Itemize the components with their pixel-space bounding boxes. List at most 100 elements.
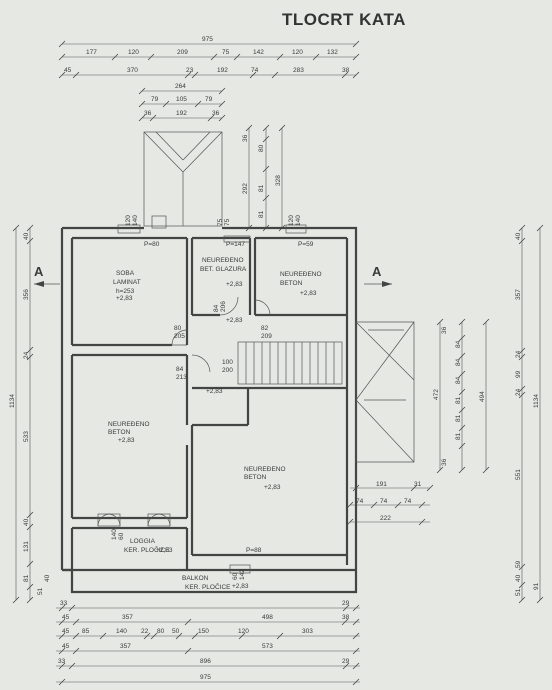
- tdim-2: 31: [414, 481, 422, 488]
- ldim-4: 533: [23, 431, 30, 442]
- room-labels: SOBA LAMINAT h=253 +2,83 NEUREĐENO BET. …: [108, 257, 322, 591]
- vdim-3: 292: [242, 183, 249, 194]
- room-7-finish: KER. PLOČICE: [185, 582, 231, 591]
- opening-p4: P=88: [246, 547, 262, 554]
- rdim-total: 1134: [533, 394, 540, 408]
- ldim-2: 356: [23, 289, 30, 300]
- terrace-roof: [355, 321, 415, 463]
- dim-top-r6-1: 36: [144, 110, 152, 117]
- sdim-2: 84: [455, 340, 462, 348]
- dim-top-r3-2: 370: [127, 67, 138, 74]
- bdim-r6-1: 975: [200, 674, 211, 681]
- building-walls: [60, 226, 358, 594]
- opening-w9b: 60: [118, 532, 125, 540]
- rdim-6: 551: [515, 469, 522, 480]
- sdim-10: 36: [441, 458, 448, 466]
- room-6-name: LOGGIA: [130, 538, 156, 545]
- bdim-r3-4: 22: [141, 628, 149, 635]
- section-markers: A A: [34, 264, 392, 287]
- bdim-r2-4: 38: [342, 614, 350, 621]
- bdim-r2-2: 357: [122, 614, 133, 621]
- opening-annotations: P=80 P=147 P=59 P=88 120 140 75 75 120 1…: [111, 215, 314, 580]
- tdim-3: 74: [356, 498, 364, 505]
- bdim-r4-3: 573: [262, 643, 273, 650]
- level-corridor: +2,83: [226, 317, 243, 324]
- rdim-4: 99: [515, 370, 522, 378]
- sdim-5: 472: [433, 389, 440, 400]
- opening-w5b: 206: [220, 301, 227, 312]
- vdim-5: 81: [258, 210, 265, 218]
- ldim-3: 24: [23, 351, 30, 359]
- staircase: [237, 341, 343, 385]
- opening-w1b: 140: [132, 215, 139, 226]
- bdim-r2-3: 498: [262, 614, 273, 621]
- bdim-r3-3: 140: [116, 628, 127, 635]
- dim-top-r5-3: 79: [205, 96, 213, 103]
- room-1-finish: LAMINAT: [113, 279, 141, 286]
- room-5-level: +2,83: [264, 484, 281, 491]
- room-7-name: BALKON: [182, 575, 209, 582]
- section-mark-right: A: [372, 264, 382, 279]
- sdim-7: 81: [455, 414, 462, 422]
- left-dimension-chains: 1134 40 356 24 533 40 131 81 51 40: [9, 224, 51, 604]
- section-mark-left: A: [34, 264, 44, 279]
- bdim-r3-1: 45: [62, 628, 70, 635]
- room-5-finish: BETON: [244, 474, 267, 481]
- bdim-r4-1: 45: [62, 643, 70, 650]
- opening-w4b: 205: [174, 333, 185, 340]
- room-1-level: +2,83: [116, 295, 133, 302]
- opening-w3b: 140: [295, 215, 302, 226]
- bdim-r2-1: 45: [62, 614, 70, 621]
- tdim-5: 74: [404, 498, 412, 505]
- ldim-5: 40: [23, 518, 30, 526]
- bdim-r3-7: 150: [198, 628, 209, 635]
- opening-w10a: 60: [232, 572, 239, 580]
- tdim-4: 74: [380, 498, 388, 505]
- dim-top-r2-4: 75: [222, 49, 230, 56]
- sdim-8: 81: [455, 432, 462, 440]
- openings: [97, 224, 307, 574]
- rdim-1: 40: [515, 232, 522, 240]
- dim-top-r3-5: 74: [251, 67, 259, 74]
- dim-top-r3-4: 192: [217, 67, 228, 74]
- sdim-9: 494: [479, 391, 486, 402]
- terrace-dimension-chains: 191 31 74 74 74 222: [346, 481, 434, 526]
- room-2-level: +2,83: [226, 281, 243, 288]
- sdim-1: 36: [441, 326, 448, 334]
- dim-top-r4: 264: [175, 83, 186, 90]
- opening-w9a: 140: [111, 529, 118, 540]
- opening-p1: P=80: [144, 241, 160, 248]
- rdim-3: 24: [515, 350, 522, 358]
- bdim-r5-2: 896: [200, 658, 211, 665]
- room-3-level: +2,83: [300, 290, 317, 297]
- opening-w10b: 142: [239, 569, 246, 580]
- dim-top-r6-3: 36: [212, 110, 220, 117]
- rdim-2: 357: [515, 289, 522, 300]
- opening-p2: P=147: [226, 241, 245, 248]
- room-6-level: +2,83: [156, 547, 173, 554]
- bdim-r1-1: 33: [60, 600, 68, 607]
- vdim-6: 328: [275, 175, 282, 186]
- dormer-roof: [143, 131, 223, 229]
- sdim-4: 84: [455, 376, 462, 384]
- dim-top-r2-3: 209: [177, 49, 188, 56]
- room-4-level: +2,83: [118, 437, 135, 444]
- opening-w3a: 120: [288, 215, 295, 226]
- right-dimension-chains: 40 357 24 99 24 551 59 40 51 91 1134: [515, 224, 544, 604]
- opening-w6a: 82: [261, 325, 269, 332]
- room-3-finish: BETON: [280, 280, 303, 287]
- drawing-title: TLOCRT KATA: [282, 10, 406, 29]
- room-7-level: +2,83: [232, 583, 249, 590]
- bdim-r1-2: 29: [342, 600, 350, 607]
- room-3-name: NEUREĐENO: [280, 271, 322, 278]
- dim-top-r2-5: 142: [253, 49, 264, 56]
- opening-w7a: 100: [222, 359, 233, 366]
- bdim-r3-9: 303: [302, 628, 313, 635]
- rdim-10: 91: [533, 582, 540, 590]
- rdim-9: 51: [515, 588, 522, 596]
- opening-p3: P=59: [298, 241, 314, 248]
- dim-top-r3-1: 45: [64, 67, 72, 74]
- opening-w4a: 80: [174, 325, 182, 332]
- vdim-1: 36: [242, 134, 249, 142]
- opening-w8a: 84: [176, 366, 184, 373]
